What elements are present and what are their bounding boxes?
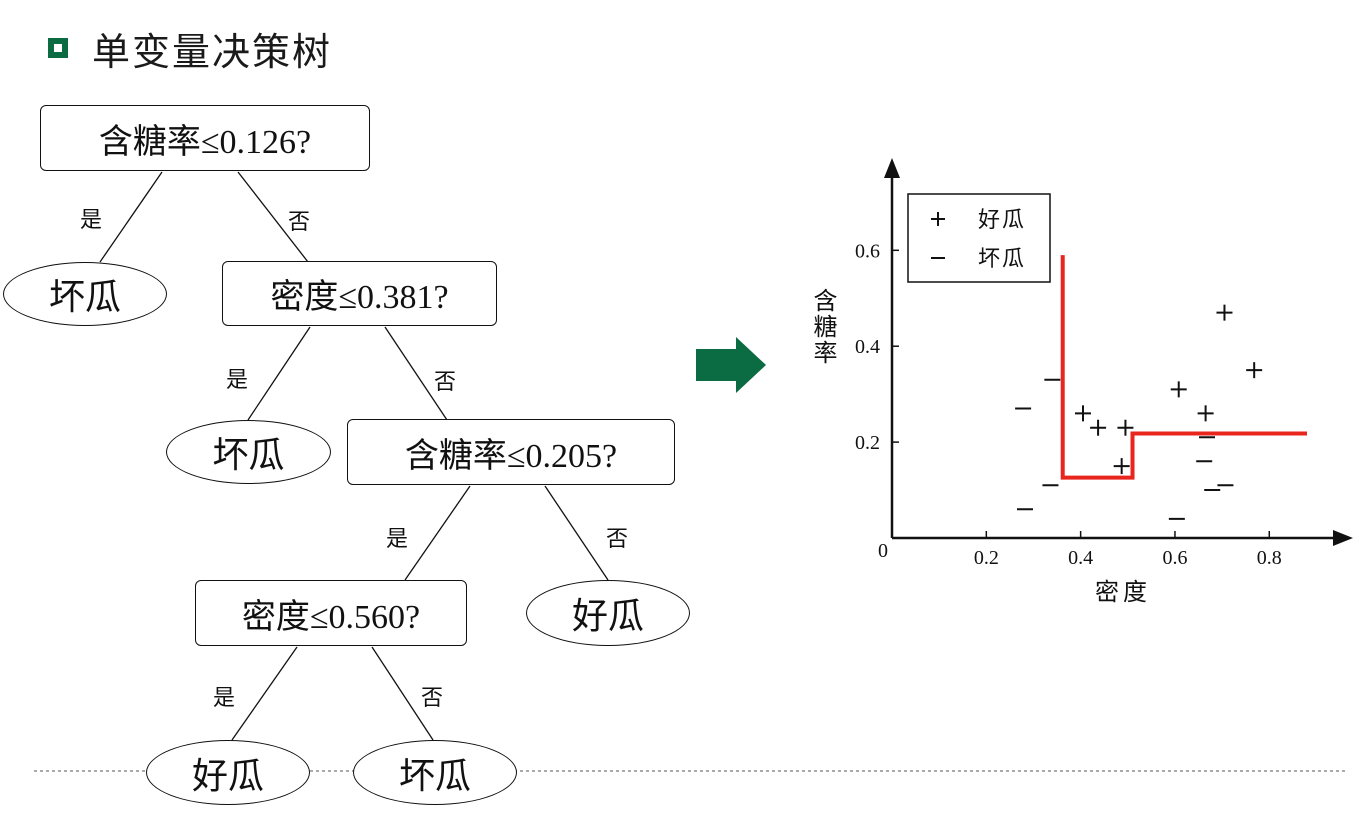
decision-node-sugar-0205: 含糖率≤0.205?: [347, 419, 675, 485]
x-axis-arrowhead: [1333, 530, 1353, 546]
square-bullet-icon: [48, 38, 68, 58]
leaf-bad-melon-3: 坏瓜: [353, 740, 517, 805]
edge-n3-l3: [544, 485, 609, 581]
x-tick-label: 0.4: [1068, 547, 1093, 569]
y-axis-label: 含糖率: [809, 288, 837, 366]
edge-label-no-2: 否: [434, 370, 457, 395]
point-good-melon: [1197, 405, 1214, 422]
legend-box: [907, 193, 1051, 283]
leaf-good-melon-1: 好瓜: [526, 580, 690, 646]
y-axis-arrowhead: [884, 158, 900, 178]
edge-label-yes-1: 是: [80, 208, 103, 233]
point-good-melon: [1170, 381, 1187, 398]
y-tick-label: 0.6: [855, 240, 880, 262]
decision-boundary-line: [1060, 255, 1307, 480]
edge-label-no-4: 否: [421, 686, 444, 711]
legend-label: 好瓜: [978, 207, 1026, 232]
point-good-melon: [1113, 458, 1130, 475]
edge-n2-l2: [247, 326, 311, 421]
legend-plus-marker: [931, 212, 945, 226]
decision-node-density-0560: 密度≤0.560?: [195, 580, 467, 646]
edge-n4-l4: [231, 646, 298, 741]
right-arrow-icon: [696, 337, 766, 393]
point-good-melon: [1246, 362, 1263, 379]
legend-label: 坏瓜: [978, 246, 1026, 271]
leaf-good-melon-2: 好瓜: [146, 740, 310, 805]
point-good-melon: [1090, 419, 1107, 436]
point-good-melon: [1074, 405, 1091, 422]
decision-node-sugar-0126: 含糖率≤0.126?: [40, 105, 370, 171]
y-tick-label: 0.2: [855, 432, 880, 454]
x-tick-label: 0.2: [974, 547, 999, 569]
decision-node-density-0381: 密度≤0.381?: [222, 261, 497, 326]
edge-label-yes-4: 是: [213, 686, 236, 711]
x-axis-label: 密度: [1095, 579, 1151, 606]
x-tick-label: 0.8: [1257, 547, 1282, 569]
edge-label-yes-3: 是: [386, 527, 409, 552]
title-row: 单变量决策树: [48, 22, 332, 74]
page-title: 单变量决策树: [92, 29, 333, 74]
edge-label-yes-2: 是: [226, 368, 249, 393]
edge-n3-n4: [404, 485, 471, 581]
point-good-melon: [1117, 419, 1134, 436]
edge-label-no-3: 否: [606, 527, 629, 552]
leaf-bad-melon-1: 坏瓜: [3, 262, 167, 326]
leaf-bad-melon-2: 坏瓜: [166, 420, 331, 484]
edge-n1-l1: [99, 171, 163, 263]
origin-label: 0: [878, 540, 888, 562]
edge-label-no-1: 否: [288, 210, 311, 235]
y-tick-label: 0.4: [855, 336, 880, 358]
x-tick-label: 0.6: [1162, 547, 1187, 569]
point-good-melon: [1216, 304, 1233, 321]
